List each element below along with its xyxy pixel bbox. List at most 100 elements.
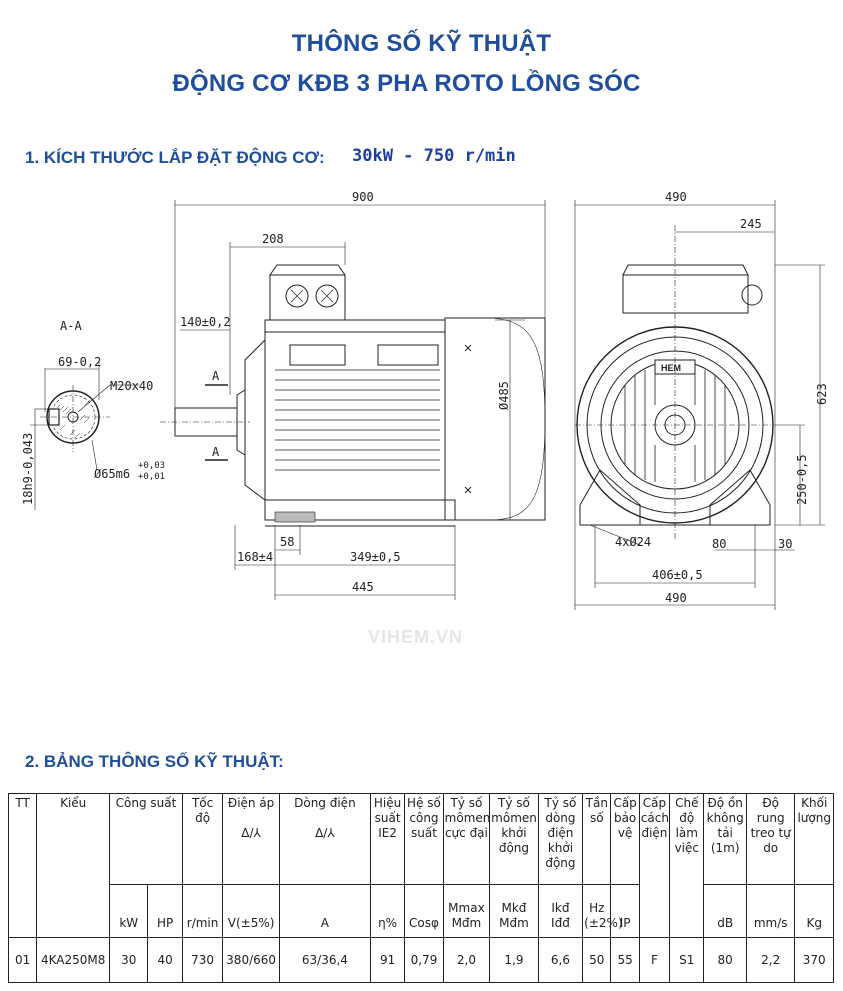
dim-900: 900	[352, 190, 374, 204]
cell-kg: 370	[794, 937, 834, 983]
unit-mmax-den: Mđm	[451, 916, 482, 930]
unit-kw: kW	[109, 884, 149, 938]
front-dim-80: 80	[712, 537, 726, 551]
section-label: A-A	[60, 319, 82, 333]
header-ty-so-mmax: Tỷ số mômen cực đại	[442, 793, 490, 885]
cell-kieu: 4KA250M8	[36, 937, 111, 983]
dim-445: 445	[352, 580, 374, 594]
header-cap-bao-ve: Cấp bảo vệ	[610, 793, 640, 885]
cell-mmax: 2,0	[442, 937, 491, 983]
cell-duty: S1	[669, 937, 705, 983]
motor-dimension-drawing: A-A 69-0,2 M20x40 18h9-0,043 Ø65m6 +0,03…	[21, 190, 829, 610]
table-header-row: TT Kiểu Công suất Tốc độ Điện áp Δ/⅄ Dòng…	[7, 793, 834, 938]
unit-ikd-den: Iđđ	[551, 916, 570, 930]
spec-table: TT Kiểu Công suất Tốc độ Điện áp Δ/⅄ Dòng…	[7, 793, 834, 983]
unit-mkd-num: Mkđ	[501, 901, 527, 915]
front-dim-30: 30	[778, 537, 792, 551]
cell-ins: F	[638, 937, 671, 983]
unit-kg: Kg	[794, 884, 834, 938]
cell-hp: 40	[147, 937, 183, 983]
dim-208: 208	[262, 232, 284, 246]
header-tt: TT	[7, 793, 38, 938]
unit-amp: A	[278, 884, 371, 938]
unit-eff: η%	[369, 884, 406, 938]
section-a-a-view	[30, 362, 140, 510]
unit-hz-tol: (±2%)	[584, 916, 623, 930]
cell-hz: 50	[582, 937, 612, 983]
header-he-so: Hệ số công suất	[404, 793, 444, 885]
dim-65-tol-bottom: +0,01	[138, 472, 165, 482]
front-dim-4x24: 4xØ24	[615, 535, 651, 549]
unit-hz: Hz(±2%)	[582, 884, 623, 938]
cell-kw: 30	[109, 937, 149, 983]
page-title: THÔNG SỐ KỸ THUẬT	[291, 30, 552, 57]
front-dim-623: 623	[815, 383, 829, 405]
side-view	[160, 200, 546, 600]
header-toc-do: Tốc độ	[181, 793, 224, 885]
header-dien-ap-label: Điện áp	[227, 796, 275, 810]
cell-amp: 63/36,4	[278, 937, 371, 983]
unit-ikd-num: Ikđ	[551, 901, 570, 915]
front-dim-490-top: 490	[665, 190, 687, 204]
unit-mms: mm/s	[745, 884, 796, 938]
header-che-do: Chế độ làm việc	[669, 793, 705, 938]
symbol-delta-star-v: Δ/⅄	[241, 826, 261, 840]
header-dong-dien-label: Dòng điện	[294, 796, 356, 810]
unit-hp: HP	[147, 884, 183, 938]
unit-db: dB	[703, 884, 747, 938]
header-ty-so-mkd: Tỷ số mômen khởi động	[489, 793, 539, 885]
table-row: 01 4KA250M8 30 40 730 380/660 63/36,4 91…	[7, 937, 834, 983]
cell-ikd: 6,6	[537, 937, 584, 983]
motor-spec-label: 30kW - 750 r/min	[352, 146, 516, 166]
page-subtitle: ĐỘNG CƠ KĐB 3 PHA ROTO LỒNG SÓC	[172, 70, 641, 97]
header-do-on: Độ ồn không tải (1m)	[703, 793, 747, 885]
header-kieu: Kiểu	[36, 793, 111, 938]
dim-140: 140±0,2	[180, 315, 231, 329]
nameplate-logo: HEM	[661, 363, 681, 373]
header-khoi-luong: Khối lượng	[794, 793, 834, 885]
header-do-rung: Độ rung treo tự do	[745, 793, 796, 885]
cell-cos: 0,79	[404, 937, 444, 983]
section-2-title: 2. BẢNG THÔNG SỐ KỸ THUẬT:	[25, 752, 284, 771]
header-hieu-suat: Hiệu suất IE2	[369, 793, 406, 885]
cell-mkd: 1,9	[489, 937, 539, 983]
unit-mmax-num: Mmax	[448, 901, 485, 915]
dim-485: Ø485	[497, 381, 511, 410]
unit-rpm: r/min	[181, 884, 224, 938]
section-1-title: 1. KÍCH THƯỚC LẮP ĐẶT ĐỘNG CƠ:	[25, 148, 325, 167]
cell-vib: 2,2	[745, 937, 796, 983]
cell-rpm: 730	[181, 937, 224, 983]
symbol-delta-star-a: Δ/⅄	[315, 826, 335, 840]
unit-volt: V(±5%)	[222, 884, 280, 938]
cut-mark-top: A	[212, 369, 220, 383]
dim-168: 168±4	[237, 550, 273, 564]
front-dim-406: 406±0,5	[652, 568, 703, 582]
unit-hz-label: Hz	[589, 901, 605, 915]
dim-349: 349±0,5	[350, 550, 401, 564]
unit-mkd-den: Mđm	[499, 916, 529, 930]
dim-65: Ø65m6	[94, 467, 130, 481]
cell-ip: 55	[610, 937, 640, 983]
dim-65-tol-top: +0,03	[138, 461, 165, 471]
dim-m20: M20x40	[110, 379, 153, 393]
header-ty-so-ikd: Tỷ số dòng điện khởi động	[537, 793, 584, 885]
cut-mark-bottom: A	[212, 445, 220, 459]
dim-18h9: 18h9-0,043	[21, 433, 35, 505]
front-dim-250: 250-0,5	[795, 454, 809, 505]
cell-tt: 01	[7, 937, 38, 983]
front-view	[574, 200, 825, 610]
front-dim-245: 245	[740, 217, 762, 231]
header-cong-suat: Công suất	[109, 793, 183, 885]
cell-volt: 380/660	[222, 937, 280, 983]
watermark: VIHEM.VN	[368, 627, 464, 647]
cell-eff: 91	[369, 937, 406, 983]
cell-db: 80	[703, 937, 747, 983]
header-tan-so: Tần số	[582, 793, 612, 885]
dim-69: 69-0,2	[58, 355, 101, 369]
front-dim-490-bottom: 490	[665, 591, 687, 605]
